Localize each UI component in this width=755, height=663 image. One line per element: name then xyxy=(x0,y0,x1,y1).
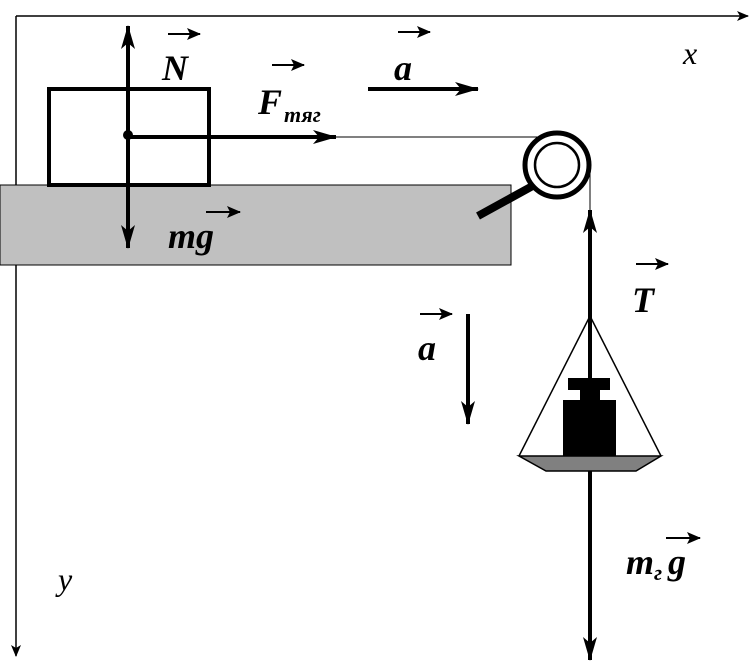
block-accel-label: a xyxy=(394,48,412,88)
tension-label: T xyxy=(632,280,656,320)
load-accel-label: a xyxy=(418,328,436,368)
pan-string-right xyxy=(589,315,662,457)
pulley-inner xyxy=(533,141,581,189)
load-weight-label-g: g xyxy=(667,542,686,582)
normal-force-label: N xyxy=(161,48,190,88)
table xyxy=(0,184,512,266)
x-axis-label: x xyxy=(682,35,697,71)
traction-force-label: F xyxy=(257,82,282,122)
y-axis-label: y xyxy=(55,561,73,597)
block-weight-label: mg xyxy=(168,216,214,256)
traction-force-subscript: тяг xyxy=(284,102,321,127)
block-center-dot xyxy=(123,130,133,140)
pan xyxy=(516,455,664,472)
pan-string-left xyxy=(518,315,591,457)
load-weight-label-m: m xyxy=(626,542,654,582)
load-weight-label-sub: г xyxy=(654,560,662,585)
traction-label-base: F xyxy=(257,82,282,122)
